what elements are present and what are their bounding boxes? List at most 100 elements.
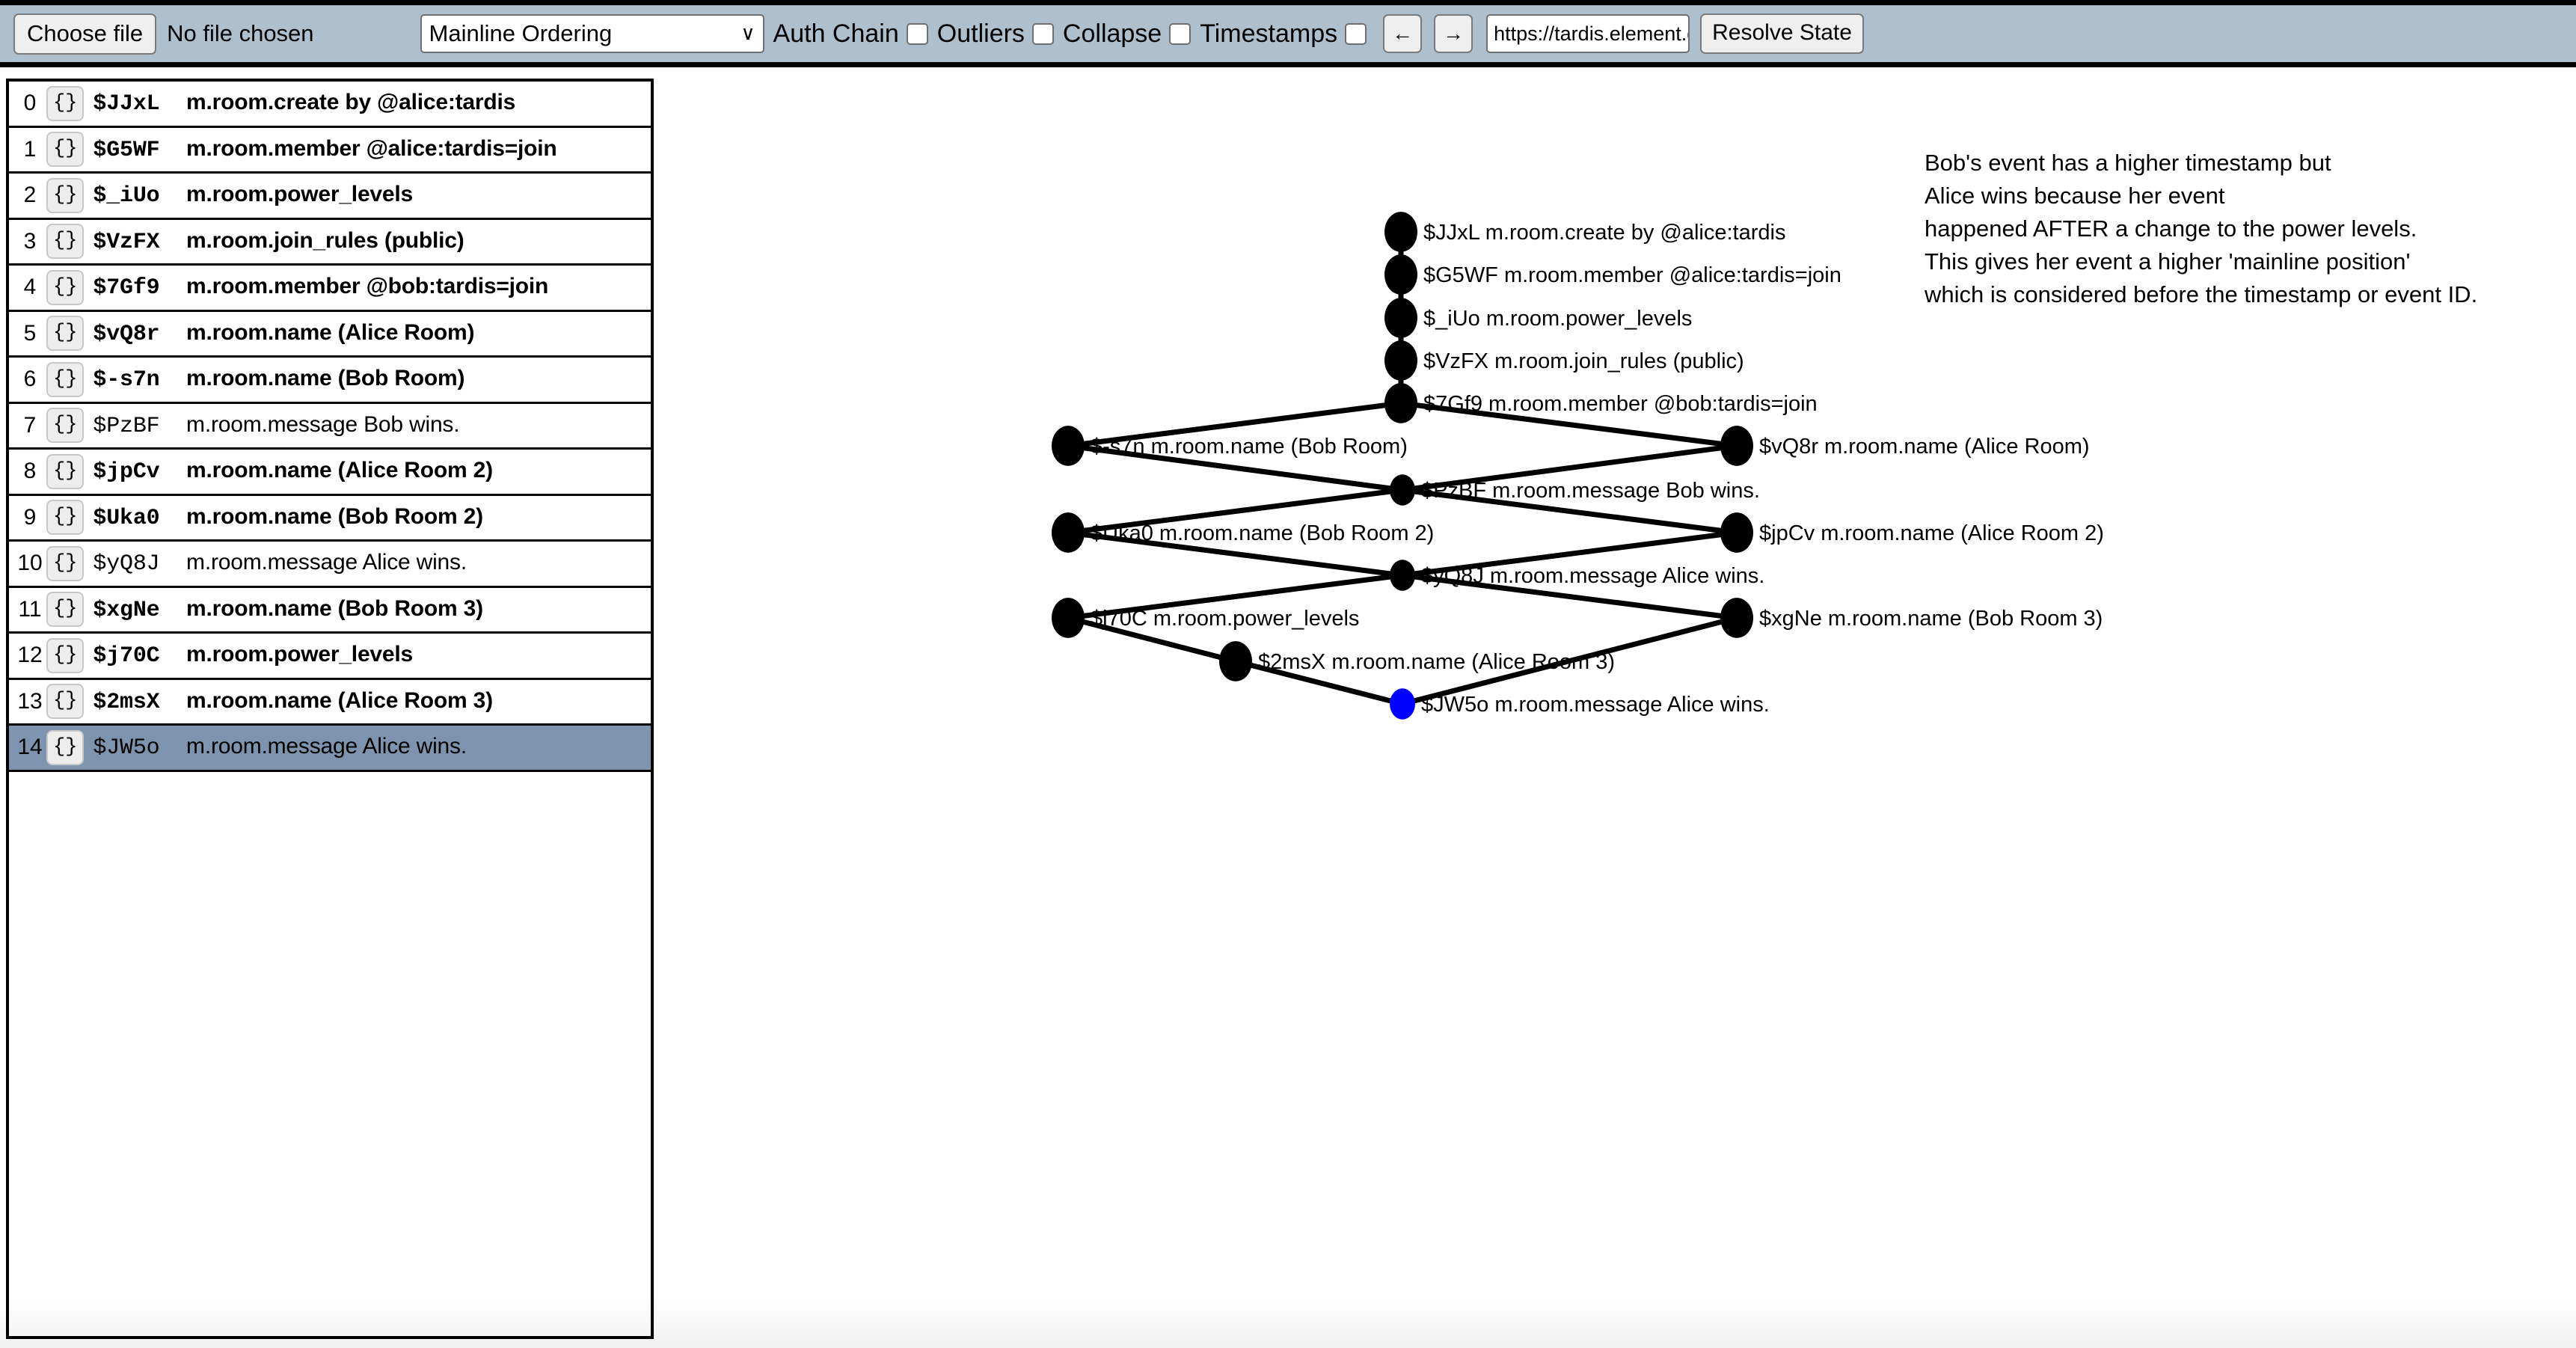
dag-node[interactable] [1219, 641, 1252, 681]
event-row[interactable]: 14{} $JW5o m.room.message Alice wins. [9, 726, 651, 772]
event-row-text: $xgNe m.room.name (Bob Room 3) [93, 596, 483, 623]
dag-node-label: $-s7n m.room.name (Bob Room) [1091, 435, 1408, 459]
event-summary: m.room.name (Bob Room) [186, 366, 464, 390]
event-row-index: 11 [13, 597, 46, 622]
dag-node-label: $JW5o m.room.message Alice wins. [1421, 693, 1770, 717]
annotation-line: Alice wins because her event [1925, 180, 2477, 212]
ordering-select[interactable]: Mainline Ordering ∨ [420, 14, 764, 53]
event-row[interactable]: 10{} $yQ8J m.room.message Alice wins. [9, 542, 651, 588]
event-row-index: 12 [13, 643, 46, 668]
event-row[interactable]: 4{}$7Gf9 m.room.member @bob:tardis=join [9, 266, 651, 312]
event-row-index: 10 [13, 551, 46, 576]
dag-node-label: $j70C m.room.power_levels [1091, 607, 1359, 631]
event-id: $-s7n [93, 367, 159, 393]
dag-node[interactable] [1052, 426, 1085, 466]
event-summary: m.room.name (Alice Room 3) [186, 688, 493, 713]
event-id: $xgNe [93, 598, 159, 623]
dag-node[interactable] [1720, 598, 1753, 638]
auth-chain-checkbox[interactable] [907, 23, 928, 45]
dag-node-label: $yQ8J m.room.message Alice wins. [1421, 564, 1764, 588]
dag-node[interactable] [1384, 212, 1417, 252]
event-summary: m.room.create by @alice:tardis [186, 90, 515, 114]
event-json-button[interactable]: {} [46, 270, 84, 305]
event-json-button[interactable]: {} [46, 408, 84, 443]
dag-node[interactable] [1384, 298, 1417, 338]
dag-node[interactable] [1720, 512, 1753, 553]
outliers-checkbox[interactable] [1032, 23, 1054, 45]
dag-node-label: $7Gf9 m.room.member @bob:tardis=join [1423, 392, 1818, 416]
event-json-button[interactable]: {} [46, 684, 84, 719]
event-row[interactable]: 12{}$j70C m.room.power_levels [9, 634, 651, 680]
event-id: $vQ8r [93, 322, 159, 347]
event-row[interactable]: 3{} $VzFX m.room.join_rules (public) [9, 220, 651, 266]
event-row-index: 9 [13, 505, 46, 530]
event-row-text: $yQ8J m.room.message Alice wins. [93, 550, 467, 577]
dag-node[interactable] [1384, 340, 1417, 381]
event-id: $jpCv [93, 459, 159, 485]
event-json-button[interactable]: {} [46, 178, 84, 213]
annotation-line: This gives her event a higher 'mainline … [1925, 245, 2477, 278]
dag-node[interactable] [1390, 688, 1415, 719]
event-json-button[interactable]: {} [46, 86, 84, 121]
back-arrow-icon[interactable]: ← [1383, 14, 1422, 53]
url-input[interactable]: https://tardis.element.dev [1486, 14, 1690, 53]
event-row-index: 2 [13, 183, 46, 208]
event-json-button[interactable]: {} [46, 316, 84, 351]
event-json-button[interactable]: {} [46, 638, 84, 673]
choose-file-button[interactable]: Choose file [13, 13, 156, 55]
event-row-index: 3 [13, 229, 46, 254]
event-row[interactable]: 6{}$-s7n m.room.name (Bob Room) [9, 358, 651, 404]
event-row[interactable]: 9{}$Uka0 m.room.name (Bob Room 2) [9, 496, 651, 542]
dag-node[interactable] [1384, 383, 1417, 423]
event-json-button[interactable]: {} [46, 730, 84, 765]
event-row-text: $JW5o m.room.message Alice wins. [93, 734, 467, 761]
event-row[interactable]: 7{}$PzBF m.room.message Bob wins. [9, 404, 651, 450]
chevron-down-icon: ∨ [741, 23, 755, 45]
event-row-index: 7 [13, 413, 46, 438]
event-row[interactable]: 1{}$G5WF m.room.member @alice:tardis=joi… [9, 128, 651, 174]
event-id: $_iUo [93, 183, 159, 209]
annotation-note: Bob's event has a higher timestamp butAl… [1925, 147, 2477, 311]
event-json-button[interactable]: {} [46, 546, 84, 581]
dag-node[interactable] [1052, 598, 1085, 638]
event-list-panel: 0{}$JJxL m.room.create by @alice:tardis1… [6, 79, 654, 1339]
collapse-label: Collapse [1063, 19, 1162, 49]
timestamps-checkbox[interactable] [1345, 23, 1367, 45]
dag-node[interactable] [1390, 560, 1415, 590]
dag-node-label: $JJxL m.room.create by @alice:tardis [1423, 221, 1785, 245]
event-list: 0{}$JJxL m.room.create by @alice:tardis1… [9, 82, 651, 772]
event-row[interactable]: 8{}$jpCv m.room.name (Alice Room 2) [9, 450, 651, 496]
event-row-text: $-s7n m.room.name (Bob Room) [93, 366, 464, 393]
event-row[interactable]: 5{}$vQ8r m.room.name (Alice Room) [9, 312, 651, 358]
event-row-index: 8 [13, 459, 46, 484]
event-json-button[interactable]: {} [46, 362, 84, 397]
collapse-checkbox[interactable] [1169, 23, 1191, 45]
event-row[interactable]: 0{}$JJxL m.room.create by @alice:tardis [9, 82, 651, 128]
event-row[interactable]: 2{}$_iUo m.room.power_levels [9, 174, 651, 220]
event-row-index: 0 [13, 91, 46, 116]
dag-node[interactable] [1390, 474, 1415, 505]
dag-node[interactable] [1720, 426, 1753, 466]
event-id: $VzFX [93, 230, 159, 255]
event-id: $yQ8J [93, 551, 159, 577]
dag-node[interactable] [1052, 512, 1085, 553]
event-summary: m.room.member @bob:tardis=join [186, 274, 548, 298]
resolve-state-button[interactable]: Resolve State [1700, 13, 1864, 54]
event-row[interactable]: 13{}$2msX m.room.name (Alice Room 3) [9, 680, 651, 726]
event-json-button[interactable]: {} [46, 454, 84, 489]
dag-node[interactable] [1384, 254, 1417, 295]
dag-node-label: $Uka0 m.room.name (Bob Room 2) [1091, 521, 1434, 545]
event-summary: m.room.join_rules (public) [186, 228, 464, 253]
event-row[interactable]: 11{} $xgNe m.room.name (Bob Room 3) [9, 588, 651, 634]
event-id: $Uka0 [93, 506, 159, 531]
event-row-index: 14 [13, 735, 46, 760]
dag-node-label: $vQ8r m.room.name (Alice Room) [1759, 435, 2090, 459]
event-json-button[interactable]: {} [46, 132, 84, 167]
toolbar: Choose file No file chosen Mainline Orde… [0, 0, 2576, 67]
dag-node-label: $2msX m.room.name (Alice Room 3) [1258, 650, 1615, 674]
event-json-button[interactable]: {} [46, 500, 84, 535]
annotation-line: happened AFTER a change to the power lev… [1925, 212, 2477, 245]
event-json-button[interactable]: {} [46, 592, 84, 627]
forward-arrow-icon[interactable]: → [1434, 14, 1473, 53]
event-json-button[interactable]: {} [46, 224, 84, 259]
